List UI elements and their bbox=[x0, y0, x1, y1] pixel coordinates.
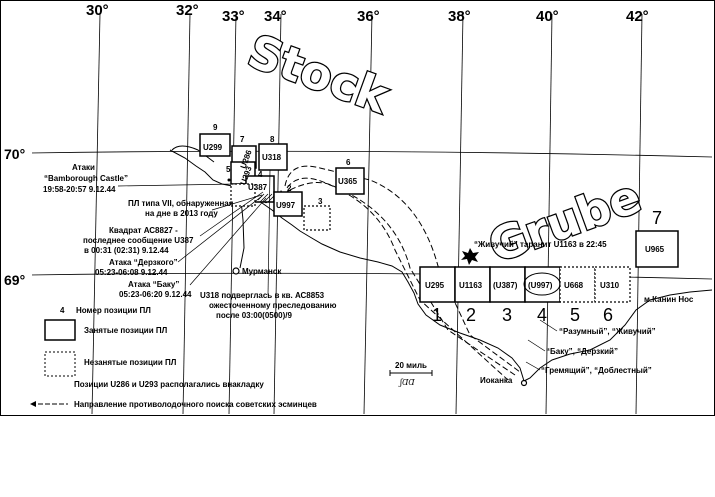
lon-42: 42° bbox=[626, 8, 649, 25]
group-razumny: “Разумный”, “Живучий” bbox=[559, 327, 656, 336]
bamborough-1: Атаки bbox=[72, 163, 95, 172]
row-num-4: 4 bbox=[537, 305, 547, 325]
rybachy-peninsula bbox=[171, 145, 215, 163]
map-label-17: 5 bbox=[226, 165, 231, 174]
map-label-19: 2 bbox=[287, 184, 292, 193]
row-num-1: 1 bbox=[432, 305, 442, 325]
lon-32: 32° bbox=[176, 2, 199, 19]
occupied-positions bbox=[199, 133, 679, 303]
u318-3: после 03:00(0500)/9 bbox=[216, 311, 293, 320]
lon-36: 36° bbox=[357, 8, 380, 25]
baku-2: 05:23-06:20 9.12.44 bbox=[119, 290, 192, 299]
box-u965 bbox=[635, 230, 679, 268]
u997-oval bbox=[523, 272, 561, 296]
map-label-21: 3 bbox=[318, 197, 323, 206]
iokanka-label: Иоканка bbox=[480, 376, 513, 385]
map-label-3: U318 bbox=[262, 153, 282, 162]
map-label-0: U299 bbox=[203, 143, 223, 152]
iokanka-marker bbox=[520, 379, 528, 387]
row-num-2: 2 bbox=[466, 305, 476, 325]
group-gremyashchy: “Гремящий”, “Доблестный” bbox=[541, 366, 652, 375]
box-u318 bbox=[258, 143, 288, 171]
map-label-9: U1163 bbox=[459, 281, 483, 290]
u318-1: U318 подверглась в кв. АС8853 bbox=[200, 291, 325, 300]
box-u310 bbox=[594, 266, 631, 303]
map-label-13: U310 bbox=[600, 281, 620, 290]
murmansk-label: Мурманск bbox=[242, 267, 282, 276]
lon-33: 33° bbox=[222, 8, 245, 25]
group-baku: “Баку”, “Дерзкий” bbox=[546, 347, 618, 356]
derzky-2: 05:23-06:08 9.12.44 bbox=[95, 268, 168, 277]
map-label-15: 7 bbox=[240, 135, 245, 144]
lon-34: 34° bbox=[264, 8, 287, 25]
derzky-1: Атака “Дерзкого” bbox=[109, 258, 178, 267]
map-label-12: U668 bbox=[564, 281, 584, 290]
bamborough-3: 19:58-20:57 9.12.44 bbox=[43, 185, 116, 194]
kanin-label: м.Канин Нос bbox=[644, 295, 694, 304]
row-num-5: 5 bbox=[570, 305, 580, 325]
signature-mark: ʃⱭⱭ bbox=[398, 378, 415, 387]
lon-30: 30° bbox=[86, 2, 109, 19]
box-u1163 bbox=[454, 266, 491, 303]
scale-label: 20 миль bbox=[395, 361, 427, 370]
box-u295 bbox=[419, 266, 456, 303]
ramming-star-icon bbox=[461, 248, 479, 265]
lon-38: 38° bbox=[448, 8, 471, 25]
map-label-14: 9 bbox=[213, 123, 218, 132]
u318-2: ожесточенному преследованию bbox=[209, 301, 337, 310]
map-label-5: U997 bbox=[276, 201, 296, 210]
map-label-22: 7 bbox=[652, 208, 662, 228]
destroyer-search-tracks bbox=[284, 165, 521, 381]
legend-occupied-label: Занятые позиции ПЛ bbox=[84, 326, 168, 335]
box-u387b bbox=[489, 266, 526, 303]
map-label-11: (U997) bbox=[528, 281, 553, 290]
box-u997 bbox=[273, 191, 303, 217]
legend-overlap-note: Позиции U286 и U293 располагались внакла… bbox=[74, 380, 264, 389]
legend-occupied-swatch bbox=[44, 319, 76, 341]
map-label-4: U387 bbox=[248, 183, 268, 192]
box-u668 bbox=[559, 266, 596, 303]
row-num-6: 6 bbox=[603, 305, 613, 325]
map-frame bbox=[0, 0, 715, 416]
row-num-3: 3 bbox=[502, 305, 512, 325]
map-label-16: 8 bbox=[270, 135, 275, 144]
box-u365 bbox=[335, 167, 365, 195]
meridian-lines bbox=[91, 13, 643, 415]
map-label-7: U965 bbox=[645, 245, 665, 254]
legend: 4 Номер позиции ПЛ Занятые позиции ПЛ Не… bbox=[30, 306, 317, 409]
box-u299 bbox=[199, 133, 231, 157]
zhivuchy-label: “Живучий” таранит U1163 в 22:45 bbox=[474, 240, 607, 249]
map-label-18: 4 bbox=[258, 170, 263, 179]
sub-vii-2: на дне в 2013 году bbox=[145, 209, 218, 218]
bamborough-2: “Bamborough Castle” bbox=[44, 174, 128, 183]
map-label-20: 6 bbox=[346, 158, 351, 167]
legend-number-sample: 4 bbox=[60, 306, 65, 315]
legend-free-swatch bbox=[44, 351, 76, 377]
baku-1: Атака “Баку” bbox=[128, 280, 179, 289]
square-2: последнее сообщение U387 bbox=[83, 236, 194, 245]
legend-number-label: Номер позиции ПЛ bbox=[76, 306, 151, 315]
box-free3 bbox=[303, 205, 331, 231]
square-3: в 00:31 (02:31) 9.12.44 bbox=[84, 246, 169, 255]
lon-40: 40° bbox=[536, 8, 559, 25]
square-1: Квадрат АС8827 - bbox=[109, 226, 178, 235]
legend-free-label: Незанятые позиции ПЛ bbox=[84, 358, 177, 367]
map-label-6: U365 bbox=[338, 177, 358, 186]
murmansk-marker bbox=[232, 267, 240, 275]
sub-vii-1: ПЛ типа VII, обнаруженная bbox=[128, 199, 234, 208]
lat-69: 69° bbox=[4, 272, 25, 288]
legend-direction-label: Направление противолодочного поиска сове… bbox=[74, 400, 317, 409]
lat-70: 70° bbox=[4, 146, 25, 162]
map-label-8: U295 bbox=[425, 281, 445, 290]
map-label-10: (U387) bbox=[493, 281, 518, 290]
